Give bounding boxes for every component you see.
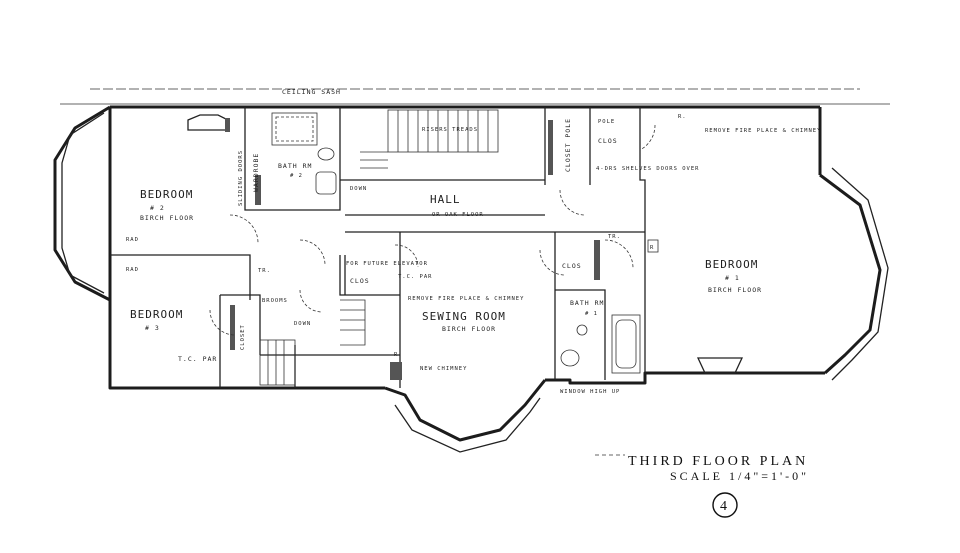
label-tc-par-1: T.C. PAR bbox=[178, 355, 217, 363]
label-clos-1: CLOS bbox=[598, 137, 618, 145]
hatched-wall-2 bbox=[594, 240, 600, 280]
label-rad-2: RAD bbox=[126, 267, 139, 273]
label-pole: POLE bbox=[598, 119, 615, 125]
chimney-new bbox=[390, 362, 402, 380]
hatched-wall-3 bbox=[548, 120, 553, 175]
interior-walls bbox=[110, 107, 646, 388]
floor-note-hall: OR OAK FLOOR bbox=[432, 212, 484, 218]
room-name-sewing-room: SEWING ROOM bbox=[422, 310, 506, 323]
room-name-bedroom2: BEDROOM bbox=[140, 188, 193, 201]
room-number-bedroom3: # 3 bbox=[145, 324, 160, 332]
door-swings bbox=[209, 124, 656, 336]
plan-title: THIRD FLOOR PLAN bbox=[628, 454, 808, 469]
label-clos-2: CLOS bbox=[350, 277, 370, 285]
room-name-bedroom3: BEDROOM bbox=[130, 308, 183, 321]
back-stair bbox=[259, 299, 366, 386]
label-r-1: R. bbox=[678, 114, 687, 120]
hatched-wall-1 bbox=[255, 175, 261, 205]
room-number-bath2: # 2 bbox=[290, 173, 303, 179]
label-shelves: 4-DRS SHELVES DOORS OVER bbox=[596, 166, 699, 172]
sheet-number: 4 bbox=[720, 499, 730, 514]
room-number-bath1: # 1 bbox=[585, 311, 598, 317]
register-box bbox=[647, 239, 659, 253]
room-name-hall: HALL bbox=[430, 193, 461, 206]
label-sliding-doors: SLIDING DOORS bbox=[238, 150, 244, 206]
room-name-bath1: BATH RM bbox=[570, 299, 604, 307]
floor-note-bedroom2: BIRCH FLOOR bbox=[140, 214, 194, 222]
fireplace-bedroom2 bbox=[187, 114, 230, 132]
label-down-1: DOWN bbox=[350, 186, 367, 192]
label-closet-bedroom3: CLOSET bbox=[240, 324, 246, 350]
note-remove-fireplace-1: REMOVE FIRE PLACE & CHIMNEY bbox=[705, 128, 821, 134]
label-r-3: R bbox=[394, 352, 398, 358]
room-number-bedroom1: # 1 bbox=[725, 274, 740, 282]
label-brooms: BROOMS bbox=[262, 298, 288, 304]
note-window-high-up: WINDOW HIGH UP bbox=[560, 389, 620, 395]
label-tr-1: TR. bbox=[608, 234, 621, 240]
bath2-fixtures bbox=[271, 112, 337, 195]
label-ceiling-sash: CEILING SASH bbox=[282, 88, 341, 96]
label-clos-3: CLOS bbox=[562, 262, 582, 270]
label-tr-2: TR. bbox=[258, 268, 271, 274]
label-rad-1: RAD bbox=[126, 237, 139, 243]
room-number-bedroom2: # 2 bbox=[150, 204, 165, 212]
fireplace-bedroom1 bbox=[696, 357, 744, 374]
label-tc-par-2: T.C. PAR bbox=[398, 274, 433, 280]
label-down-2: DOWN bbox=[294, 321, 311, 327]
sheet-number-circle bbox=[712, 492, 738, 518]
note-future-elevator: FOR FUTURE ELEVATOR bbox=[346, 261, 428, 267]
exterior-walls bbox=[53, 105, 889, 453]
label-wardrobe: WARDROBE bbox=[252, 153, 260, 192]
floor-note-bedroom1: BIRCH FLOOR bbox=[708, 286, 762, 294]
hatched-wall-4 bbox=[230, 305, 235, 350]
room-name-bedroom1: BEDROOM bbox=[705, 258, 758, 271]
main-stair bbox=[360, 109, 499, 169]
bath1-fixtures bbox=[560, 314, 641, 374]
note-remove-fireplace-2: REMOVE FIRE PLACE & CHIMNEY bbox=[408, 296, 524, 302]
note-new-chimney: NEW CHIMNEY bbox=[420, 366, 467, 372]
label-r-2: R bbox=[650, 245, 654, 251]
plan-scale: SCALE 1/4"=1'-0" bbox=[670, 469, 809, 483]
label-closet-pole: CLOSET POLE bbox=[564, 118, 572, 172]
floor-note-sewing-room: BIRCH FLOOR bbox=[442, 325, 496, 333]
label-risers-treads: RISERS TREADS bbox=[422, 127, 478, 133]
room-name-bath2: BATH RM bbox=[278, 162, 312, 170]
